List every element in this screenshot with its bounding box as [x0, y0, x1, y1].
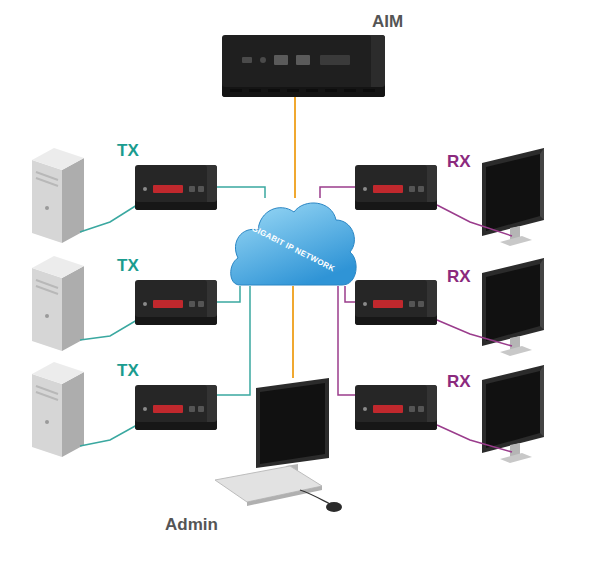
- led: [363, 407, 367, 411]
- led: [143, 187, 147, 191]
- monitor: [482, 365, 544, 463]
- port: [198, 301, 204, 307]
- port: [409, 186, 415, 192]
- computer-tower: [32, 362, 84, 457]
- led: [143, 407, 147, 411]
- cooling-fin: [268, 89, 280, 92]
- keyboard: [215, 466, 322, 502]
- rx-device: RX: [355, 385, 437, 430]
- video-cable: [437, 205, 512, 236]
- network-cable: [320, 187, 355, 198]
- device-label: TX: [117, 362, 139, 379]
- rx-device: RX: [355, 165, 437, 210]
- network-cable: [217, 187, 265, 198]
- cooling-fin: [325, 89, 337, 92]
- status-strip: [373, 185, 403, 193]
- port: [418, 406, 424, 412]
- rx-device: RX: [355, 280, 437, 325]
- network-cable: [345, 286, 355, 302]
- cooling-fin: [230, 89, 242, 92]
- device-label: Admin: [165, 516, 218, 533]
- port: [198, 406, 204, 412]
- port: [274, 55, 288, 65]
- port: [409, 406, 415, 412]
- cooling-fin: [287, 89, 299, 92]
- port: [198, 186, 204, 192]
- led: [363, 187, 367, 191]
- network-cable: [217, 286, 250, 395]
- video-cable: [437, 320, 512, 346]
- port: [418, 186, 424, 192]
- device-label: TX: [117, 142, 139, 159]
- led: [143, 302, 147, 306]
- display: [320, 55, 350, 65]
- device-label: RX: [447, 268, 471, 285]
- cloud-device: GIGABIT IP NETWORK: [228, 198, 358, 286]
- network-cable: [292, 286, 294, 378]
- status-strip: [153, 185, 183, 193]
- admin-monitor: [255, 378, 330, 470]
- admin-device: Admin: [255, 378, 330, 470]
- cooling-fin: [306, 89, 318, 92]
- computer-tower: [32, 148, 84, 243]
- port: [189, 406, 195, 412]
- cooling-fin: [344, 89, 356, 92]
- status-strip: [373, 405, 403, 413]
- network-cable: [294, 97, 296, 198]
- monitor: [482, 258, 544, 356]
- led: [363, 302, 367, 306]
- mouse: [326, 502, 342, 512]
- video-cable: [80, 205, 137, 232]
- device-label: RX: [447, 153, 471, 170]
- port: [260, 57, 266, 63]
- port: [242, 57, 252, 63]
- port: [189, 301, 195, 307]
- monitor-frame: [256, 378, 329, 468]
- keyboard: [247, 486, 322, 506]
- device-label: RX: [447, 373, 471, 390]
- cooling-fin: [363, 89, 375, 92]
- port: [409, 301, 415, 307]
- network-cable: [217, 286, 240, 302]
- monitor-screen: [260, 383, 325, 464]
- status-strip: [373, 300, 403, 308]
- video-cable: [80, 320, 137, 340]
- video-cable: [80, 425, 137, 446]
- device-label: AIM: [372, 13, 403, 30]
- video-cable: [437, 425, 512, 452]
- port: [418, 301, 424, 307]
- tx-device: TX: [135, 280, 217, 325]
- cooling-fin: [249, 89, 261, 92]
- mouse-cable: [300, 490, 330, 504]
- cloud-outline: [231, 203, 356, 285]
- monitor: [482, 148, 544, 246]
- tx-device: TX: [135, 165, 217, 210]
- computer-tower: [32, 256, 84, 351]
- tx-device: TX: [135, 385, 217, 430]
- status-strip: [153, 300, 183, 308]
- port: [189, 186, 195, 192]
- network-cable: [338, 286, 355, 395]
- cloud-shape: [228, 198, 358, 286]
- port: [296, 55, 310, 65]
- device-label: TX: [117, 257, 139, 274]
- status-strip: [153, 405, 183, 413]
- aim-device: AIM: [222, 35, 385, 97]
